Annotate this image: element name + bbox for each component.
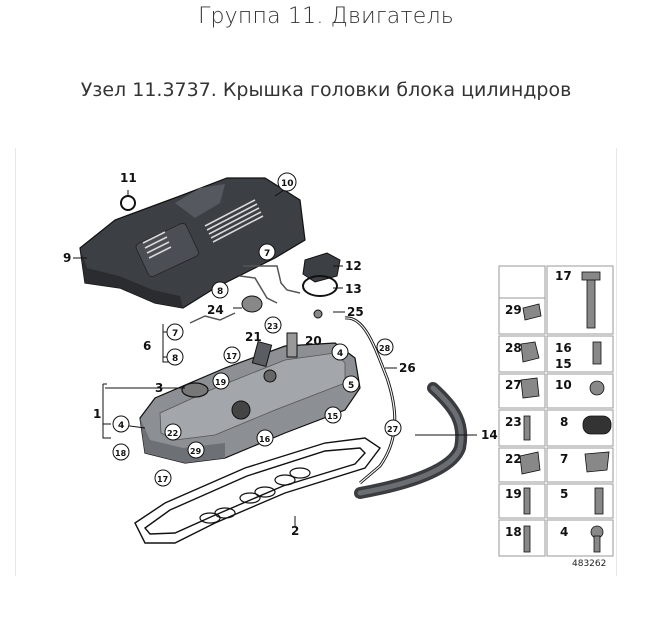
panel-label-15: 15 [555, 357, 572, 371]
nut-22-icon [519, 451, 541, 475]
callout-16: 16 [259, 435, 271, 444]
clip-29-icon [522, 303, 542, 321]
callout-4-top: 4 [337, 349, 343, 359]
callout-27: 27 [387, 425, 398, 434]
callout-21: 21 [245, 330, 262, 344]
callout-23: 23 [267, 322, 278, 331]
callout-28: 28 [379, 344, 391, 353]
callout-24: 24 [207, 303, 224, 317]
callout-4-left: 4 [118, 421, 124, 431]
assembly-subtitle: Узел 11.3737. Крышка головки блока цилин… [80, 79, 572, 101]
bolt-17-head-icon [581, 271, 601, 281]
panel-label-10: 10 [555, 378, 572, 392]
callout-5: 5 [348, 381, 354, 391]
bracket-lower-part-7[interactable] [189, 312, 236, 324]
panel-label-17: 17 [555, 269, 572, 283]
callout-17-lower: 17 [157, 475, 168, 484]
callout-13: 13 [345, 282, 362, 296]
panel-label-5: 5 [560, 487, 568, 501]
clip-part-11[interactable] [120, 190, 136, 211]
clip-27-icon [520, 377, 540, 399]
callout-7-lower: 7 [172, 329, 178, 339]
clip-28-icon [520, 341, 540, 363]
bolt-18-icon [523, 525, 531, 553]
grommet-8-icon [582, 415, 612, 435]
stud-5-icon [594, 487, 604, 515]
panel-label-7: 7 [560, 452, 568, 466]
stud-16-icon [592, 341, 602, 365]
callout-22: 22 [167, 429, 178, 438]
page-title: Группа 11. Двигатель [198, 4, 454, 29]
callout-8-top: 8 [217, 287, 223, 297]
callout-7-top: 7 [264, 249, 270, 259]
screw-23-icon [523, 415, 531, 441]
drawing-number: 483262 [572, 559, 607, 569]
panel-label-19: 19 [505, 487, 522, 501]
callout-12: 12 [345, 259, 362, 273]
plug-seals-part-2[interactable] [199, 467, 311, 524]
callouts: 9 11 10 7 8 24 12 13 25 6 7 8 21 23 17 2… [63, 171, 498, 538]
oil-cap-part-3[interactable] [181, 382, 209, 398]
callout-1: 1 [93, 407, 101, 421]
panel-labels: 17 29 16 15 28 27 10 23 8 22 7 19 5 18 4 [505, 269, 572, 539]
bracket-part-7[interactable] [239, 265, 301, 304]
callout-10: 10 [281, 179, 294, 189]
callout-19: 19 [215, 378, 227, 387]
callout-11: 11 [120, 171, 137, 185]
callout-6: 6 [143, 339, 151, 353]
grommet-part-24[interactable] [241, 295, 263, 313]
fastener-panel [498, 265, 614, 557]
callout-17-top: 17 [226, 352, 237, 361]
callout-8-lower: 8 [172, 354, 178, 364]
panel-label-23: 23 [505, 415, 522, 429]
gasket-part-2[interactable] [134, 437, 382, 544]
callout-15: 15 [327, 412, 339, 421]
bolt-19-icon [523, 487, 531, 515]
panel-label-22: 22 [505, 452, 522, 466]
panel-label-27: 27 [505, 378, 522, 392]
panel-label-18: 18 [505, 525, 522, 539]
callout-29: 29 [190, 447, 202, 456]
panel-label-4: 4 [560, 525, 568, 539]
callout-20: 20 [305, 334, 322, 348]
panel-label-28: 28 [505, 341, 522, 355]
callout-18: 18 [115, 449, 127, 458]
callout-14: 14 [481, 428, 498, 442]
engine-cover[interactable] [79, 177, 306, 309]
bolt-17-icon [586, 275, 596, 329]
callout-3: 3 [155, 381, 163, 395]
callout-25: 25 [347, 305, 364, 319]
valve-part-20[interactable] [286, 332, 298, 358]
parts-diagram: 9 11 10 7 8 24 12 13 25 6 7 8 21 23 17 2… [15, 148, 617, 576]
callout-26: 26 [399, 361, 416, 375]
clip-7-icon [584, 451, 610, 473]
fastener-icons [519, 271, 612, 553]
panel-label-29: 29 [505, 303, 522, 317]
callout-2: 2 [291, 524, 299, 538]
washer-10-icon [589, 380, 605, 396]
callout-9: 9 [63, 251, 71, 265]
clip-part-25[interactable] [313, 309, 323, 319]
sensor-part-12[interactable] [302, 252, 341, 283]
panel-label-16: 16 [555, 341, 572, 355]
panel-label-8: 8 [560, 415, 568, 429]
seal-ring-part-13[interactable] [302, 275, 338, 297]
